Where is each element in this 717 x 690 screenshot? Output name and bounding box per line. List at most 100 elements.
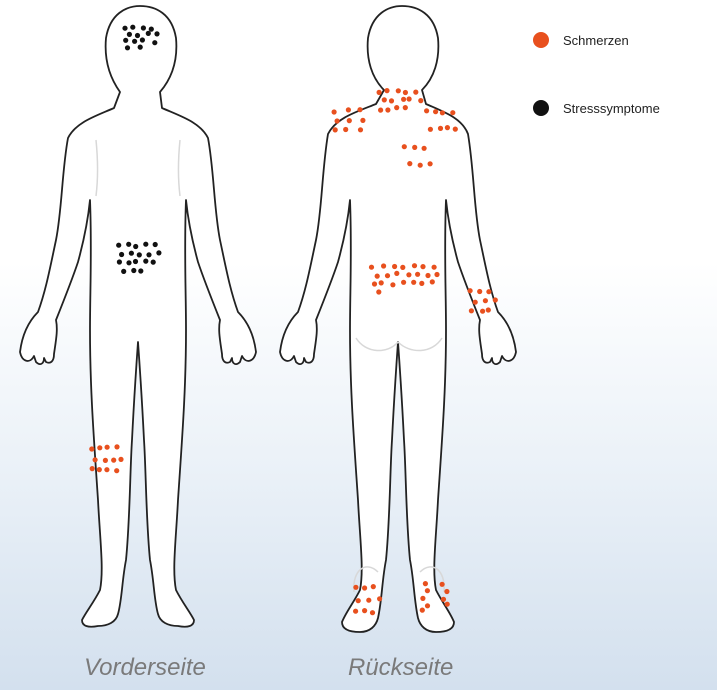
pain-dot [438, 126, 443, 131]
stress-dot [129, 251, 134, 256]
pain-dot [104, 467, 109, 472]
stress-dot [156, 250, 161, 255]
pain-dot [111, 458, 116, 463]
pain-dot [381, 263, 386, 268]
back-caption: Rückseite [348, 654, 453, 682]
pain-dot [432, 265, 437, 270]
pain-dot [385, 107, 390, 112]
stress-dot [131, 268, 136, 273]
pain-dot [403, 90, 408, 95]
pain-dot [114, 444, 119, 449]
pain-dot [353, 609, 358, 614]
pain-dot [347, 118, 352, 123]
pain-dot [97, 467, 102, 472]
pain-dot [105, 445, 110, 450]
stress-dot [130, 25, 135, 30]
stress-dot [146, 252, 151, 257]
pain-dot [402, 144, 407, 149]
pain-dot [420, 264, 425, 269]
pain-dot [445, 602, 450, 607]
stress-dot [117, 259, 122, 264]
pain-dot [430, 279, 435, 284]
pain-dot [407, 161, 412, 166]
pain-dot [425, 588, 430, 593]
pain-dot [333, 127, 338, 132]
pain-dot [389, 98, 394, 103]
pain-dot [394, 105, 399, 110]
legend-item-pain: Schmerzen [533, 32, 629, 48]
front-body-outline [20, 6, 256, 627]
pain-dot [335, 118, 340, 123]
pain-dot [379, 280, 384, 285]
stress-dot [152, 40, 157, 45]
pain-dot [428, 127, 433, 132]
pain-dot [406, 272, 411, 277]
stress-dot [126, 260, 131, 265]
stress-dot [123, 38, 128, 43]
pain-dot [332, 109, 337, 114]
stress-dot [154, 31, 159, 36]
pain-dot [469, 308, 474, 313]
stress-dot [133, 244, 138, 249]
pain-dot [419, 281, 424, 286]
pain-dot [343, 127, 348, 132]
stress-dot [133, 259, 138, 264]
pain-dot [420, 596, 425, 601]
stress-dot [146, 31, 151, 36]
pain-dot [366, 598, 371, 603]
stress-dot [149, 27, 154, 32]
pain-dot [346, 107, 351, 112]
pain-dot [362, 585, 367, 590]
pain-dot [401, 280, 406, 285]
pain-dot [440, 582, 445, 587]
stress-dot [125, 45, 130, 50]
pain-dot [396, 88, 401, 93]
back-body-outline [280, 6, 516, 632]
pain-dot [93, 457, 98, 462]
pain-dot [394, 271, 399, 276]
front-body-figure [20, 6, 256, 627]
stress-dot [153, 242, 158, 247]
stress-dot [143, 242, 148, 247]
stress-dot [137, 252, 142, 257]
stress-dot [143, 259, 148, 264]
pain-dot [423, 581, 428, 586]
pain-dot [362, 608, 367, 613]
pain-dot [418, 98, 423, 103]
stress-dot [138, 45, 143, 50]
pain-dot [378, 108, 383, 113]
pain-dot [477, 289, 482, 294]
pain-dot [411, 280, 416, 285]
pain-dot [468, 288, 473, 293]
pain-dot [90, 466, 95, 471]
stress-dot [132, 39, 137, 44]
pain-dot [353, 585, 358, 590]
pain-dot [97, 445, 102, 450]
pain-dot [418, 163, 423, 168]
pain-dot [424, 108, 429, 113]
pain-dot [444, 589, 449, 594]
pain-dot [433, 109, 438, 114]
pain-dot [89, 446, 94, 451]
pain-dot [412, 263, 417, 268]
pain-dot [390, 282, 395, 287]
pain-dot [425, 603, 430, 608]
pain-dot [403, 105, 408, 110]
pain-dot [385, 273, 390, 278]
pain-dot [370, 610, 375, 615]
pain-dot [486, 289, 491, 294]
stress-dot [119, 252, 124, 257]
pain-dot [357, 107, 362, 112]
stress-dot [122, 26, 127, 31]
stress-dot [116, 243, 121, 248]
stress-dot [127, 32, 132, 37]
pain-dot [428, 161, 433, 166]
stress-dot [141, 25, 146, 30]
pain-dot [375, 274, 380, 279]
legend-item-stress: Stresssymptome [533, 100, 660, 116]
pain-dot [369, 265, 374, 270]
pain-dot [392, 264, 397, 269]
pain-dot [384, 88, 389, 93]
pain-legend-label: Schmerzen [563, 33, 629, 48]
back-body-figure [280, 6, 516, 632]
